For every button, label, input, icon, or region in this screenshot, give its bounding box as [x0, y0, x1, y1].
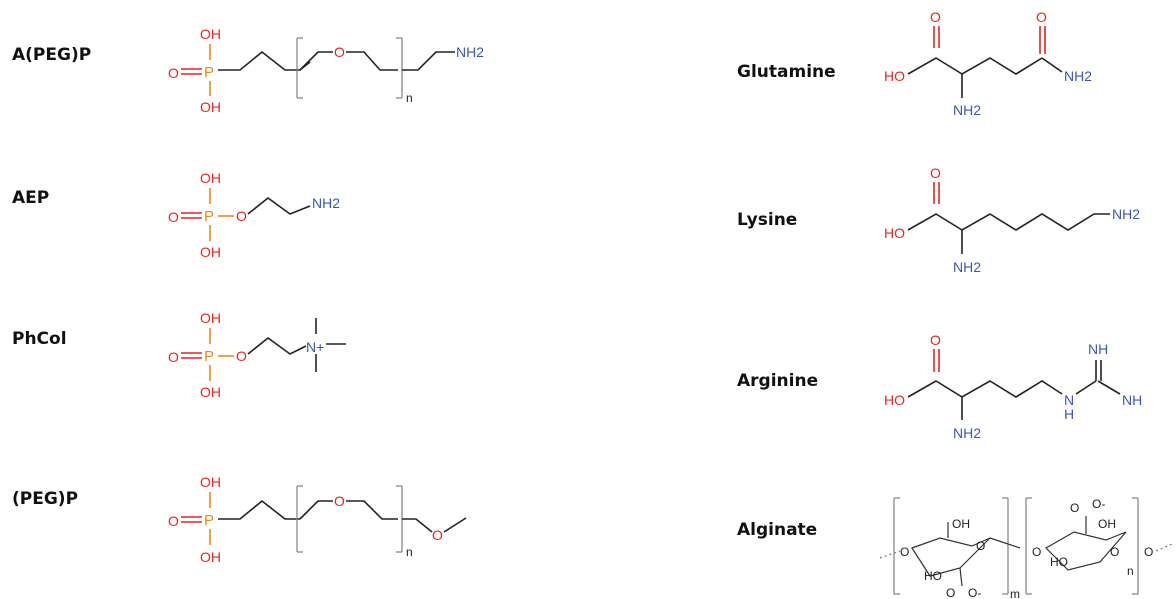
alginate-oh-1: OH: [952, 517, 970, 531]
apegp-nh2: NH2: [456, 44, 484, 60]
alginate-m-subscript: m: [1010, 587, 1020, 599]
alginate-ho-2: HO: [1050, 555, 1068, 569]
arginine-nh-end: NH: [1122, 392, 1142, 408]
apegp-name: A(PEG)P: [12, 45, 92, 65]
lysine-structure: O HO NH2 NH2: [884, 165, 1140, 275]
aep-o-ester: O: [236, 208, 247, 224]
phcol-structure: OH O P OH O N+: [168, 310, 346, 400]
alginate-o-minus-2: O-: [1092, 497, 1105, 511]
apegp-structure: OH O P OH O n NH2: [168, 26, 484, 115]
aep-name: AEP: [12, 188, 50, 208]
alginate-structure: O OH HO O O O- m O O O- OH HO O n O: [879, 497, 1173, 599]
aep-oh-top: OH: [200, 170, 221, 186]
phcol-name: PhCol: [12, 329, 67, 349]
alginate-n-subscript: n: [1127, 564, 1134, 578]
pegp-o-end: O: [432, 527, 443, 543]
pegp-o-double: O: [168, 513, 179, 529]
alginate-coo-2: O: [1070, 501, 1079, 515]
glutamine-o-acid: O: [930, 9, 941, 25]
alginate-ring-o-1: O: [976, 539, 985, 553]
pegp-o-chain: O: [334, 493, 345, 509]
arginine-h-mid: H: [1064, 406, 1074, 422]
aep-structure: OH O P OH O NH2: [168, 170, 340, 260]
pegp-oh-bottom: OH: [200, 549, 221, 565]
alginate-ho-1: HO: [924, 569, 942, 583]
alginate-o-left: O: [900, 545, 909, 559]
pegp-structure: OH O P OH O n O: [168, 474, 467, 565]
apegp-oh-top: OH: [200, 26, 221, 42]
aep-oh-bottom: OH: [200, 244, 221, 260]
lysine-o-acid: O: [930, 165, 941, 181]
pegp-name: (PEG)P: [12, 489, 79, 509]
alginate-oh-2: OH: [1098, 517, 1116, 531]
glutamine-name: Glutamine: [737, 62, 836, 82]
arginine-o-acid: O: [930, 332, 941, 348]
phcol-n-plus: N+: [306, 339, 324, 355]
glutamine-nh2-amide: NH2: [1064, 68, 1092, 84]
aep-o-double: O: [168, 209, 179, 225]
alginate-o-link: O: [1032, 545, 1041, 559]
glutamine-ho: HO: [884, 68, 905, 84]
alginate-name: Alginate: [737, 520, 818, 540]
phcol-phosphorus: P: [204, 348, 214, 365]
apegp-phosphorus: P: [204, 64, 214, 81]
apegp-oh-bottom: OH: [200, 99, 221, 115]
arginine-nh-top: NH: [1088, 341, 1108, 357]
phcol-oh-top: OH: [200, 310, 221, 326]
apegp-o-chain: O: [334, 44, 345, 60]
glutamine-structure: O HO NH2 O NH2: [884, 9, 1092, 118]
pegp-phosphorus: P: [204, 512, 214, 529]
aep-phosphorus: P: [204, 208, 214, 225]
alginate-coo-1: O: [946, 586, 955, 599]
apegp-n-subscript: n: [406, 91, 413, 105]
alginate-o-minus-1: O-: [968, 586, 981, 599]
phcol-o-double: O: [168, 349, 179, 365]
glutamine-o-amide: O: [1036, 9, 1047, 25]
glutamine-nh2-alpha: NH2: [953, 102, 981, 118]
apegp-o-double: O: [168, 65, 179, 81]
arginine-n-mid: N: [1064, 392, 1074, 408]
lysine-ho: HO: [884, 225, 905, 241]
arginine-structure: O HO NH2 N H NH NH: [884, 332, 1142, 441]
pegp-oh-top: OH: [200, 474, 221, 490]
arginine-nh2-alpha: NH2: [953, 425, 981, 441]
phcol-o-ester: O: [236, 348, 247, 364]
pegp-n-subscript: n: [406, 545, 413, 559]
lysine-nh2-alpha: NH2: [953, 259, 981, 275]
alginate-ring-o-2: O: [1110, 545, 1119, 559]
arginine-ho: HO: [884, 392, 905, 408]
arginine-name: Arginine: [737, 371, 819, 391]
lysine-name: Lysine: [737, 210, 798, 230]
alginate-o-right: O: [1144, 545, 1153, 559]
lysine-nh2-end: NH2: [1112, 206, 1140, 222]
phcol-oh-bottom: OH: [200, 384, 221, 400]
aep-nh2: NH2: [312, 195, 340, 211]
